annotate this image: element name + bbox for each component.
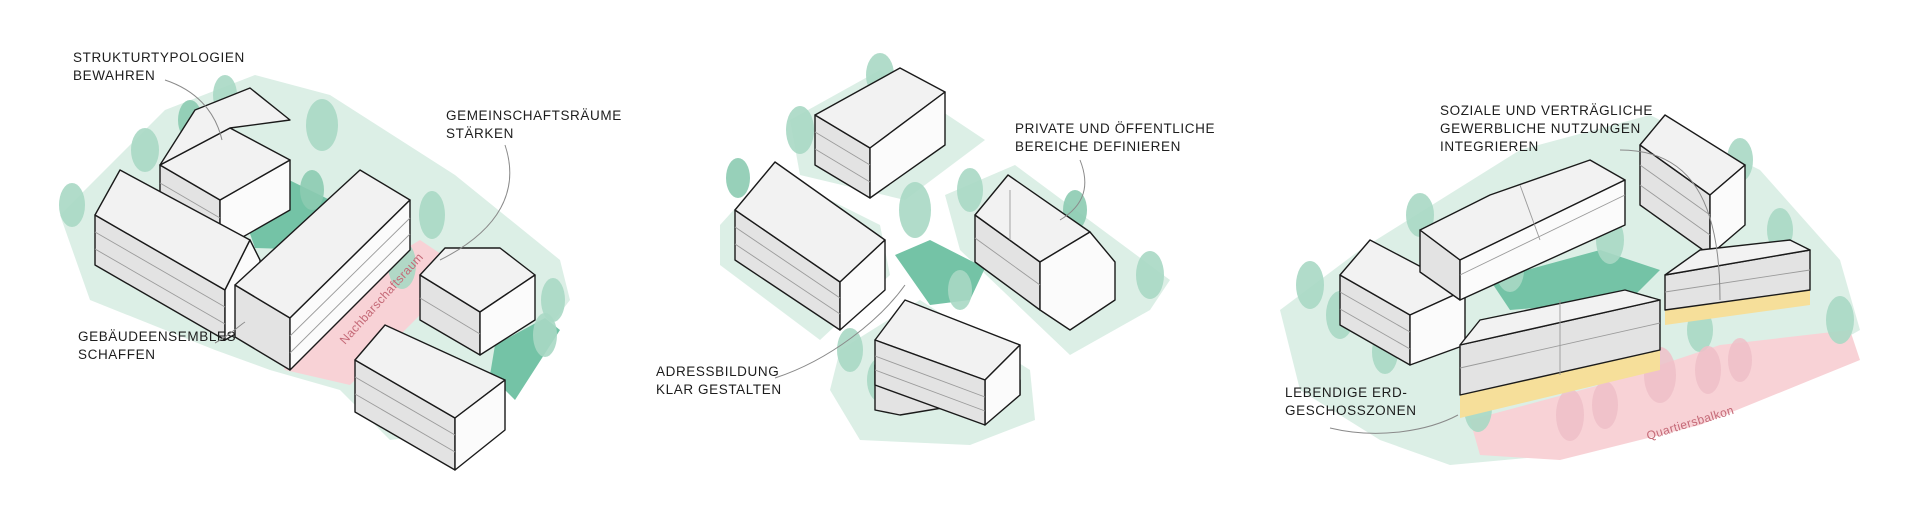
tree [59,183,85,227]
label-line: STRUKTURTYPOLOGIEN [73,50,245,65]
label-line: SOZIALE UND VERTRÄGLICHE [1440,103,1653,118]
panel-2: PRIVATE UND ÖFFENTLICHE BEREICHE DEFINIE… [656,53,1219,445]
panel-1: STRUKTURTYPOLOGIEN BEWAHREN GEMEINSCHAFT… [59,50,626,470]
label-line: SCHAFFEN [78,347,156,362]
tree [1556,389,1584,441]
tree [306,99,338,151]
tree [1296,261,1324,309]
panel-3: SOZIALE UND VERTRÄGLICHE GEWERBLICHE NUT… [1280,103,1860,465]
tree [533,313,557,357]
label-line: BEREICHE DEFINIEREN [1015,139,1181,154]
label-line: GEWERBLICHE NUTZUNGEN [1440,121,1641,136]
tree [1136,251,1164,299]
tree [419,191,445,239]
label-line: LEBENDIGE ERD- [1285,385,1407,400]
tree [726,158,750,198]
tree [899,182,931,238]
tree [131,128,159,172]
label-private-oeffentliche: PRIVATE UND ÖFFENTLICHE BEREICHE DEFINIE… [1015,121,1219,154]
tree [1592,381,1618,429]
label-line: ADRESSBILDUNG [656,364,779,379]
label-line: PRIVATE UND ÖFFENTLICHE [1015,121,1215,136]
tree [786,106,814,154]
tree [957,168,983,212]
label-line: KLAR GESTALTEN [656,382,782,397]
panel-2-building-d [875,300,1020,425]
tree [948,270,972,310]
label-gemeinschaftsraeume: GEMEINSCHAFTSRÄUME STÄRKEN [446,108,626,141]
label-line: GEMEINSCHAFTSRÄUME [446,108,622,123]
tree [1695,346,1721,394]
tree [300,170,324,210]
label-line: INTEGRIEREN [1440,139,1539,154]
tree [1728,338,1752,382]
label-adressbildung: ADRESSBILDUNG KLAR GESTALTEN [656,364,784,397]
label-line: GESCHOSSZONEN [1285,403,1417,418]
label-line: STÄRKEN [446,126,514,141]
label-line: GEBÄUDEENSEMBLES [78,329,236,344]
tree [1826,296,1854,344]
tree [837,328,863,372]
label-line: BEWAHREN [73,68,155,83]
